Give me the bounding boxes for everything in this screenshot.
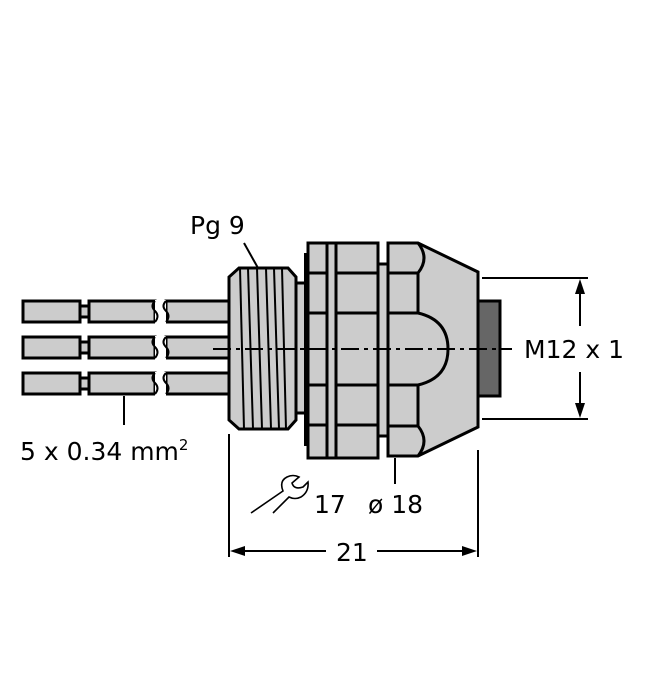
pg9-label: Pg 9 [190, 211, 245, 240]
m12-dimension [482, 277, 588, 420]
diameter-label: ø 18 [368, 490, 423, 519]
overall-length-label: 21 [336, 538, 368, 567]
cable-lead-1 [21, 299, 232, 324]
cable-lead-2 [21, 335, 232, 360]
wire-spec-text: 5 x 0.34 mm [20, 437, 179, 466]
wrench-size-label: 17 [314, 490, 346, 519]
cable-leads [21, 299, 232, 396]
pg9-leader [243, 242, 259, 269]
cable-lead-3 [21, 371, 232, 396]
wrench-icon [250, 474, 309, 514]
wire-spec-superscript: 2 [179, 436, 189, 454]
connector-thread-label: M12 x 1 [524, 335, 624, 364]
length-dimension [228, 434, 479, 557]
connector-body [304, 241, 480, 460]
wire-spec-label: 5 x 0.34 mm2 [20, 436, 188, 466]
